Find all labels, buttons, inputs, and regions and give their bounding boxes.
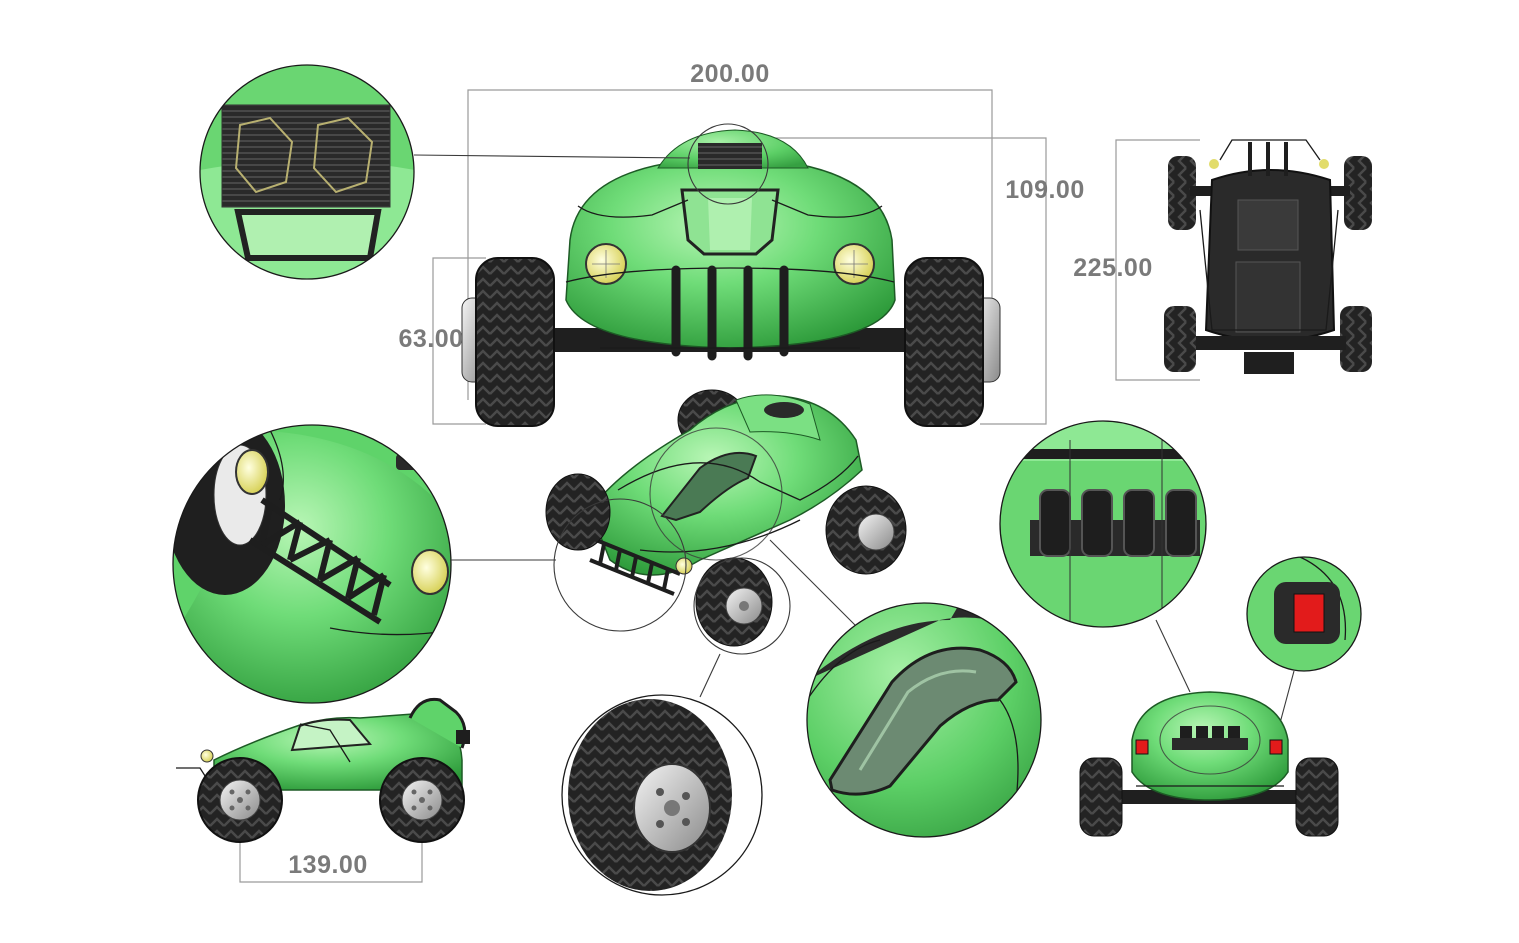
detail-grille [199, 64, 691, 280]
detail-wheel [561, 694, 763, 896]
dimension-wheelbase: 139.00 [288, 851, 367, 879]
dimension-front-width: 200.00 [690, 60, 769, 88]
detail-front-cage [172, 424, 556, 704]
isometric-view [545, 389, 907, 698]
top-view [1115, 139, 1372, 381]
front-view [432, 89, 1047, 427]
dimension-axle-height: 63.00 [398, 325, 463, 353]
rear-view [1079, 691, 1339, 837]
side-view [176, 697, 470, 883]
dimension-top-length: 225.00 [1073, 254, 1152, 282]
detail-canopy [806, 602, 1042, 838]
detail-rear-bars [999, 420, 1207, 693]
dimension-front-height: 109.00 [1005, 176, 1084, 204]
